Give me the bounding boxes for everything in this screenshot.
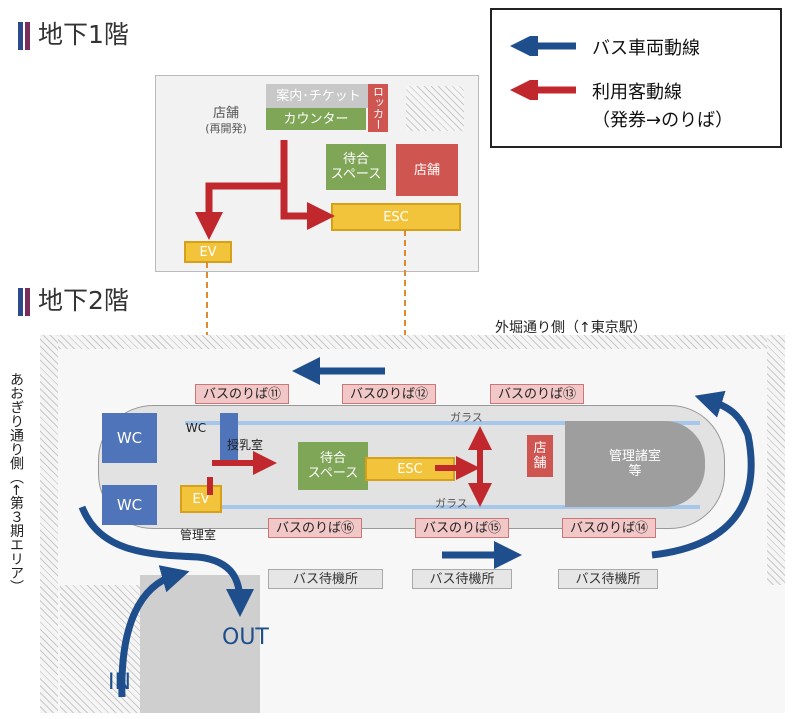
bus-stop-16: バスのりば⑯ (268, 518, 362, 538)
wc-stall (220, 413, 238, 463)
glass-label-bottom: ガラス (435, 497, 468, 510)
b1-locker: ロッカー (368, 84, 388, 132)
wc-upper: WC (102, 413, 157, 463)
b1-escalator: ESC (331, 203, 461, 231)
wc-lower: WC (102, 485, 157, 525)
title-bar-purple (25, 22, 30, 50)
legend: バス車両動線 利用客動線 （発券→のりば） (490, 8, 782, 148)
bus-route-arrow-icon (510, 36, 576, 56)
sotobori-street-label: 外堀通り側（↑東京駅） (495, 320, 647, 336)
b2-waiting-space: 待合スペース (298, 442, 368, 490)
b2-management-rooms: 管理諸室等 (565, 421, 705, 507)
staircase (406, 86, 464, 131)
title-bar-blue (18, 22, 23, 50)
b2-shop: 店舗 (527, 435, 553, 477)
legend-bus-route: バス車両動線 (592, 38, 700, 59)
glass-line-top (185, 421, 700, 425)
b1-title: 地下1階 (38, 20, 129, 49)
exit-out-label: OUT (222, 625, 269, 650)
glass-line-bottom (185, 505, 700, 509)
b1-waiting-space: 待合スペース (326, 144, 386, 190)
title-bar-blue (18, 288, 23, 316)
bus-stop-14: バスのりば⑭ (562, 518, 656, 538)
b1-passenger-routes (195, 140, 335, 240)
bus-waiting-area: バス待機所 (558, 569, 658, 589)
bus-stop-13: バスのりば⑬ (490, 384, 584, 404)
b2-title: 地下2階 (38, 286, 129, 315)
entrance-in-label: IN (108, 670, 131, 695)
b2-floor-plan: ガラス ガラス WC WC WC 授乳室 待合スペース ESC 店舗 管理諸室等… (40, 335, 785, 713)
passenger-route-arrow-icon (510, 80, 576, 100)
wc-label-small: WC (185, 420, 207, 435)
wall-left (40, 335, 58, 713)
management-room: 管理室 (179, 527, 216, 542)
bus-waiting-area: バス待機所 (268, 569, 383, 589)
b1-info-ticket-counter: カウンター (266, 108, 366, 130)
legend-passenger-route: 利用客動線 (592, 82, 682, 103)
b2-elevator: EV (180, 485, 222, 513)
nursing-room: 授乳室 (226, 437, 263, 452)
b1-shop: 店舗 (396, 144, 458, 196)
bus-stop-11: バスのりば⑪ (195, 384, 289, 404)
aogiri-street-label: あおぎり通り側（←第３期エリア） (8, 372, 24, 594)
wall-right (767, 335, 785, 585)
b1-shop-redevelopment: 店舗(再開発) (205, 106, 247, 135)
b2-routes (78, 357, 755, 698)
b1-floor-plan: 店舗(再開発) 案内･チケット カウンター ロッカー 待合スペース 店舗 ESC… (155, 75, 479, 272)
glass-label-top: ガラス (450, 411, 483, 424)
bus-waiting-area: バス待機所 (412, 569, 512, 589)
legend-passenger-route-note: （発券→のりば） (592, 110, 734, 131)
wall-top (40, 335, 785, 349)
bus-stop-12: バスのりば⑫ (342, 384, 436, 404)
b1-info-ticket-counter-top: 案内･チケット (266, 84, 371, 108)
bus-stop-15: バスのりば⑮ (415, 518, 509, 538)
title-bar-purple (25, 288, 30, 316)
